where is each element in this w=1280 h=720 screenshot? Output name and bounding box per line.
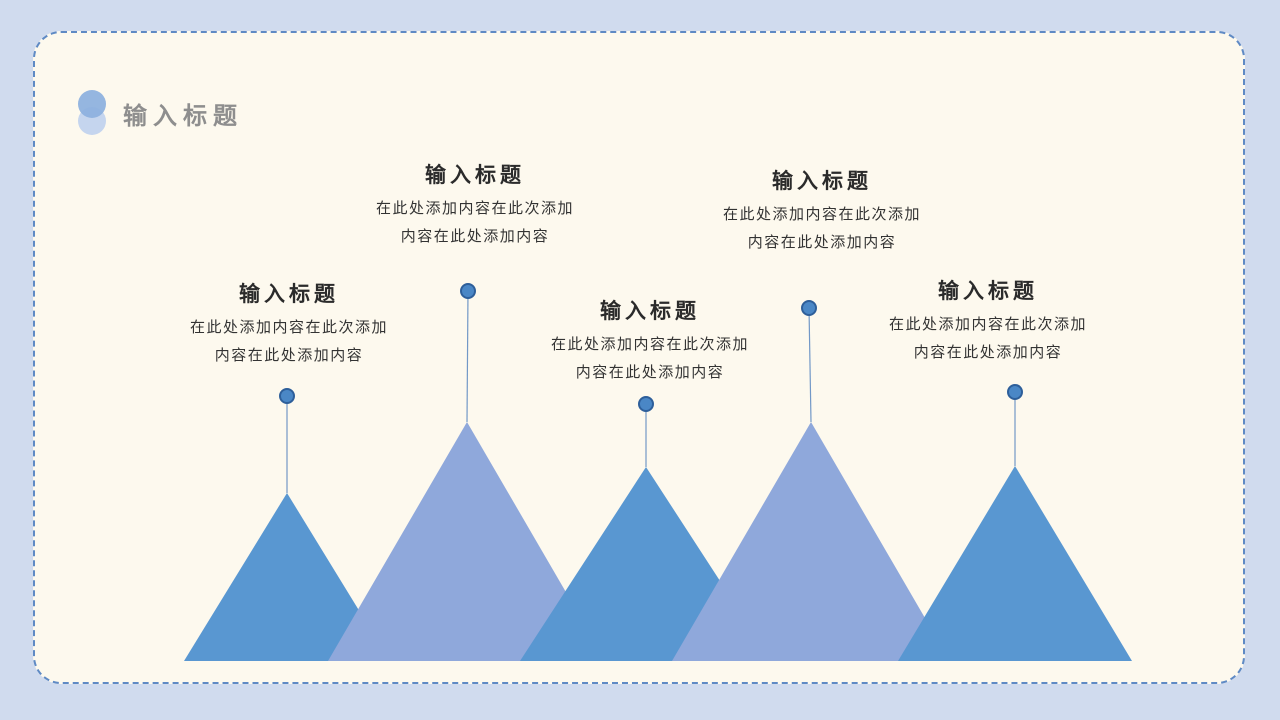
marker-dot-5 <box>1007 384 1023 400</box>
title-bullet-icon <box>77 90 107 136</box>
slide-header: 输入标题 <box>77 90 243 136</box>
mountain-2 <box>328 422 606 661</box>
item-block-5: 输入标题 在此处添加内容在此次添加 内容在此处添加内容 <box>838 277 1138 367</box>
item-body-line: 在此处添加内容在此次添加 <box>375 200 574 217</box>
connector-line-4 <box>808 307 812 423</box>
item-block-4: 输入标题 在此处添加内容在此次添加 内容在此处添加内容 <box>672 167 972 257</box>
marker-dot-3 <box>638 396 654 412</box>
page-title: 输入标题 <box>123 102 243 130</box>
bullet-circle-top-icon <box>78 90 106 118</box>
item-body-line: 内容在此处添加内容 <box>747 234 897 251</box>
item-body-line: 内容在此处添加内容 <box>575 364 725 381</box>
item-title: 输入标题 <box>239 283 339 306</box>
item-block-3: 输入标题 在此处添加内容在此次添加 内容在此处添加内容 <box>500 297 800 387</box>
item-title: 输入标题 <box>938 280 1038 303</box>
item-title: 输入标题 <box>600 300 700 323</box>
connector-line-2 <box>466 290 469 423</box>
item-body-line: 内容在此处添加内容 <box>214 347 364 364</box>
item-title: 输入标题 <box>425 164 525 187</box>
item-body-line: 在此处添加内容在此次添加 <box>189 319 388 336</box>
item-title: 输入标题 <box>772 170 872 193</box>
mountain-1 <box>184 493 390 661</box>
marker-dot-1 <box>279 388 295 404</box>
item-block-2: 输入标题 在此处添加内容在此次添加 内容在此处添加内容 <box>325 161 625 251</box>
item-block-1: 输入标题 在此处添加内容在此次添加 内容在此处添加内容 <box>139 280 439 370</box>
item-body-line: 内容在此处添加内容 <box>913 344 1063 361</box>
item-body-line: 内容在此处添加内容 <box>400 228 550 245</box>
marker-dot-4 <box>801 300 817 316</box>
marker-dot-2 <box>460 283 476 299</box>
mountain-5 <box>898 466 1132 661</box>
item-body-line: 在此处添加内容在此次添加 <box>722 206 921 223</box>
item-body-line: 在此处添加内容在此次添加 <box>888 316 1087 333</box>
item-body-line: 在此处添加内容在此次添加 <box>550 336 749 353</box>
mountain-4 <box>672 422 950 661</box>
